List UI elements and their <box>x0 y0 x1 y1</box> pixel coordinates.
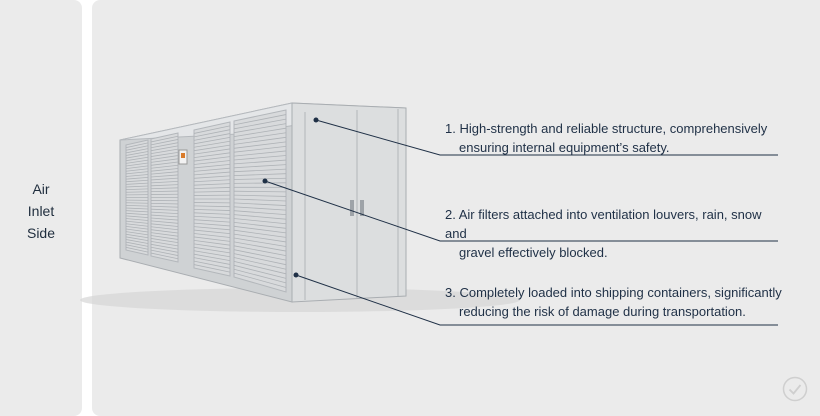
callout-3-line-1: 3. Completely loaded into shipping conta… <box>445 285 782 300</box>
callout-1-line-2: ensuring internal equipment’s safety. <box>459 140 670 155</box>
callout-1: 1. High-strength and reliable structure,… <box>445 119 785 157</box>
callout-2: 2. Air filters attached into ventilation… <box>445 205 785 262</box>
callout-1-line-1: 1. High-strength and reliable structure,… <box>445 121 768 136</box>
side-tab-line-3: Side <box>26 225 56 241</box>
callout-3-line-2: reducing the risk of damage during trans… <box>459 304 746 319</box>
check-circle-icon[interactable] <box>782 376 808 402</box>
side-tab[interactable]: Air Inlet Side <box>0 0 82 416</box>
side-tab-line-2: Inlet <box>27 203 55 219</box>
side-tab-line-1: Air <box>32 181 50 197</box>
callout-2-line-1: 2. Air filters attached into ventilation… <box>445 207 762 241</box>
side-tab-label: Air Inlet Side <box>0 178 82 244</box>
callout-3: 3. Completely loaded into shipping conta… <box>445 283 785 321</box>
callout-2-line-2: gravel effectively blocked. <box>459 245 608 260</box>
